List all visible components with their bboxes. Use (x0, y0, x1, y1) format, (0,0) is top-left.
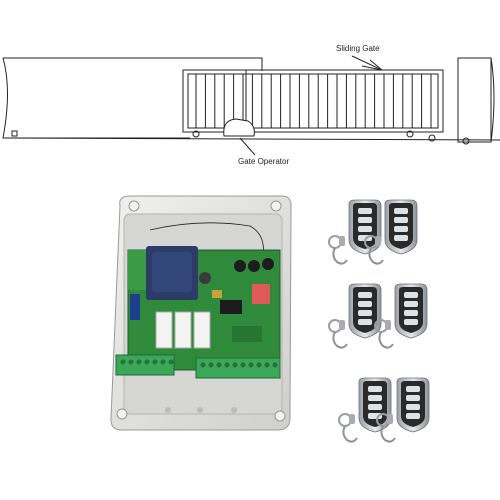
dip-switch (252, 284, 270, 304)
terminal-screw (208, 362, 214, 368)
terminal-screw (272, 362, 278, 368)
terminal-screw (128, 359, 134, 365)
remote-control (374, 283, 428, 349)
relay (174, 311, 192, 349)
terminal-blocks (115, 354, 281, 379)
terminal-screw (152, 359, 158, 365)
left-fence (2, 57, 263, 139)
gate-operator-label: Gate Operator (238, 157, 289, 166)
sliding-gate (182, 69, 444, 133)
terminal-screw (216, 362, 222, 368)
terminal-screw (264, 362, 270, 368)
terminal-screw (232, 362, 238, 368)
terminal-screw (120, 359, 126, 365)
terminal-screw (136, 359, 142, 365)
relay (155, 311, 173, 349)
sliding-gate-label: Sliding Gate (336, 44, 380, 53)
terminal-screw (200, 362, 206, 368)
remote-control (328, 199, 382, 265)
remote-controls (328, 199, 430, 443)
sliding-gate-diagram (2, 55, 500, 156)
terminal-screw (144, 359, 150, 365)
gate-bars (195, 74, 432, 128)
terminal-screw (256, 362, 262, 368)
terminal-screw (160, 359, 166, 365)
control-box (110, 195, 292, 431)
remote-control (338, 377, 392, 443)
terminal-screw (248, 362, 254, 368)
gate-operator-motor (223, 118, 255, 137)
terminal-screw (224, 362, 230, 368)
circuit-board (127, 246, 281, 371)
remote-control (328, 283, 382, 349)
terminal-screw (240, 362, 246, 368)
relay (193, 311, 211, 349)
right-gate-post (457, 57, 492, 143)
terminal-screw (168, 359, 174, 365)
